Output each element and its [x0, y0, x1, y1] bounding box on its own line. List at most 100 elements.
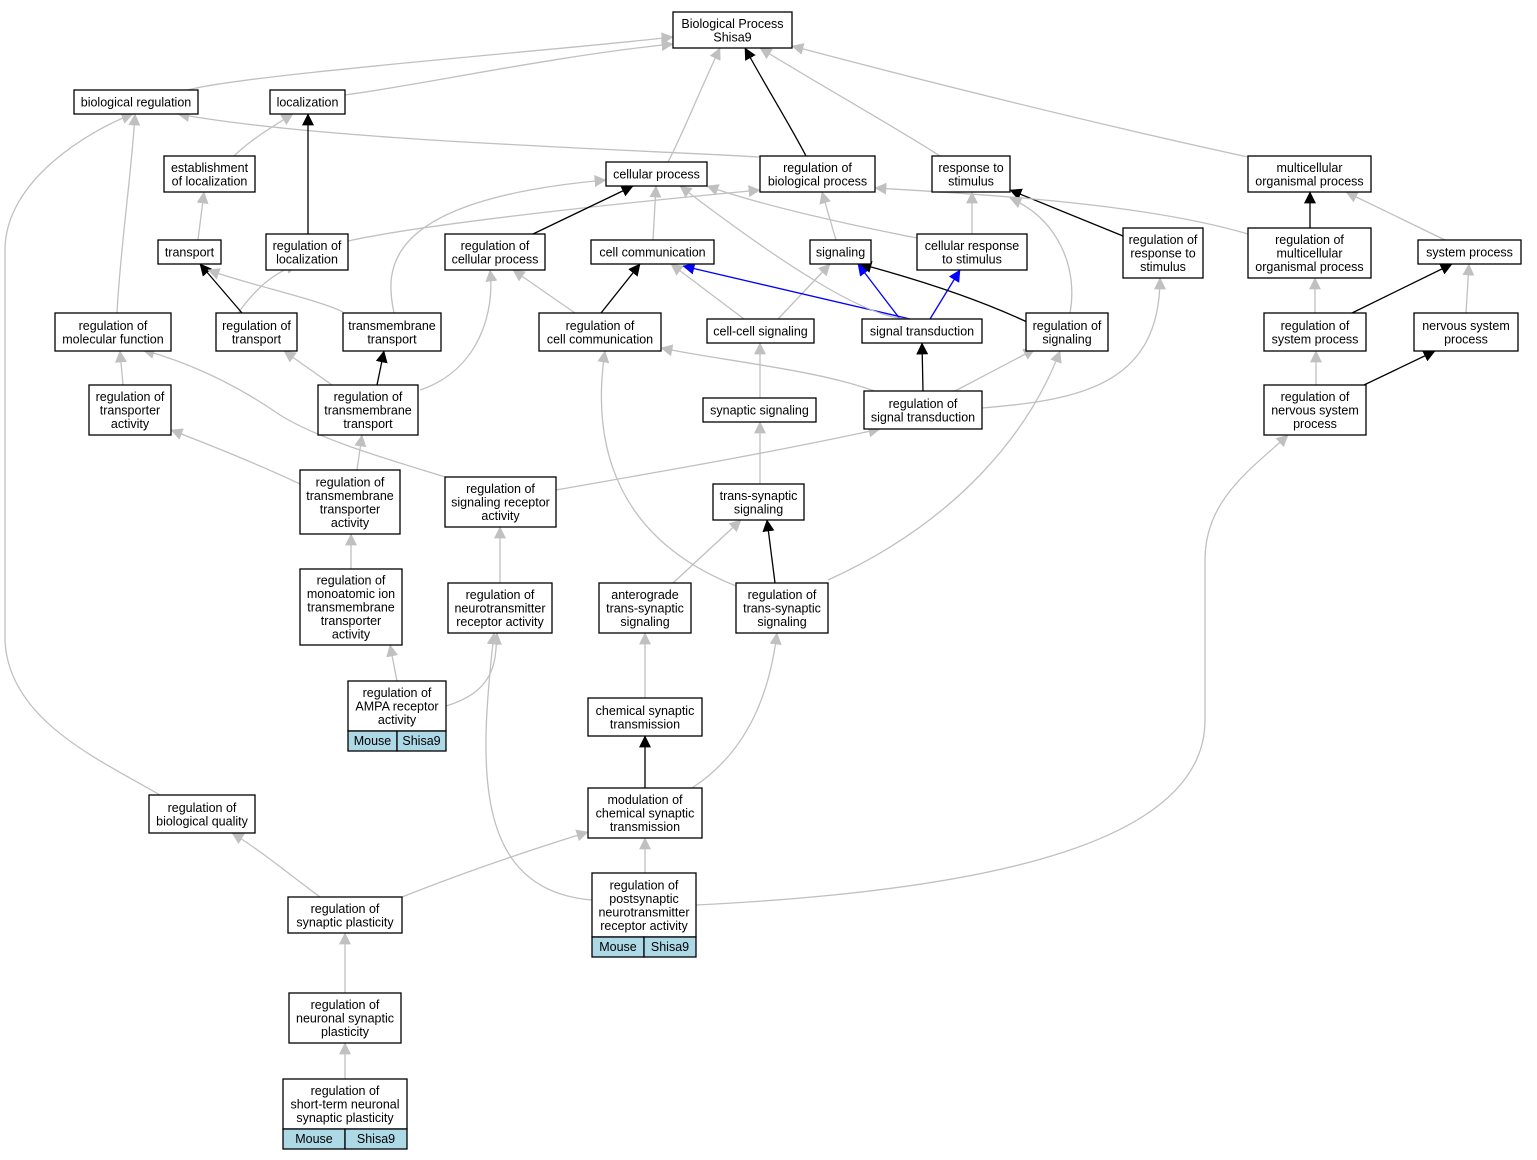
node-label-line: localization: [276, 252, 338, 266]
node-box: [605, 161, 708, 187]
go-term-node-synsig[interactable]: synaptic signaling: [702, 397, 817, 423]
go-term-node-sigtrans[interactable]: signal transduction: [861, 318, 983, 344]
part-of-edge: [199, 263, 243, 314]
go-term-node-bioreg[interactable]: biological regulation: [73, 89, 199, 115]
gene-tag[interactable]: Shisa9: [643, 936, 697, 958]
is-a-edge: [142, 347, 456, 481]
node-label-line: cell-cell signaling: [713, 325, 808, 339]
node-label-line: activity: [111, 417, 150, 431]
is-a-edge: [390, 175, 607, 314]
node-label-line: transport: [165, 246, 215, 260]
is-a-edge: [819, 191, 837, 241]
node-label-line: transmission: [610, 717, 680, 731]
is-a-edge: [401, 829, 589, 898]
is-a-edge: [827, 350, 1062, 581]
is-a-edge: [649, 185, 662, 241]
node-box: [591, 872, 697, 938]
node-label-line: regulation of: [168, 801, 237, 815]
organism-tag[interactable]: Mouse: [282, 1128, 346, 1150]
node-label-line: biological process: [768, 174, 867, 188]
tag-cell: [344, 1128, 408, 1150]
go-term-node-ccsig[interactable]: cell-cell signaling: [706, 318, 815, 344]
node-label-line: response to: [938, 161, 1003, 175]
node-label-line: regulation of: [889, 397, 958, 411]
node-label-line: regulation of: [273, 239, 342, 253]
node-label-line: regulation of: [1281, 319, 1350, 333]
gene-tag[interactable]: Shisa9: [344, 1128, 408, 1150]
gene-tag[interactable]: Shisa9: [396, 730, 447, 752]
go-term-node-regtmta[interactable]: regulation oftransmembranetransporteract…: [299, 469, 401, 535]
is-a-edge: [177, 110, 761, 158]
node-label-line: localization: [277, 96, 339, 110]
node-label-line: regulation of: [748, 588, 817, 602]
node-box: [54, 312, 172, 352]
go-term-node-signaling[interactable]: signaling: [809, 239, 872, 265]
organism-tag[interactable]: Mouse: [347, 730, 398, 752]
organism-tag[interactable]: Mouse: [591, 936, 645, 958]
node-label-line: neurotransmitter: [454, 602, 545, 616]
part-of-edge: [1009, 188, 1124, 237]
node-box: [759, 155, 876, 193]
tag-label: Shisa9: [357, 1132, 395, 1146]
node-label-line: Biological Process: [681, 17, 783, 31]
node-box: [861, 318, 983, 344]
node-box: [1413, 312, 1519, 352]
node-label-line: nervous system: [1422, 319, 1510, 333]
node-box: [444, 476, 557, 528]
node-label-line: response to: [1130, 247, 1195, 261]
node-label-line: transporter: [100, 404, 160, 418]
go-term-node-sysproc[interactable]: system process: [1417, 239, 1522, 265]
go-term-node-transport[interactable]: transport: [157, 239, 222, 265]
node-label-line: regulation of: [79, 319, 148, 333]
node-box: [1263, 312, 1367, 352]
go-term-node-local[interactable]: localization: [269, 89, 346, 115]
node-label-line: regulation of: [316, 475, 385, 489]
node-box: [931, 155, 1011, 193]
node-box: [1263, 384, 1367, 436]
go-term-node-cellcomm[interactable]: cell communication: [590, 239, 715, 265]
node-label-line: nervous system: [1271, 404, 1359, 418]
go-term-node-regpost[interactable]: regulation ofpostsynapticneurotransmitte…: [591, 872, 697, 958]
go-term-node-cellproc[interactable]: cellular process: [605, 161, 708, 187]
node-label-line: organismal process: [1255, 174, 1363, 188]
node-label-line: signal transduction: [871, 410, 975, 424]
node-label-line: receptor activity: [456, 615, 544, 629]
node-label-line: chemical synaptic: [596, 704, 695, 718]
node-label-line: neuronal synaptic: [296, 1012, 394, 1026]
